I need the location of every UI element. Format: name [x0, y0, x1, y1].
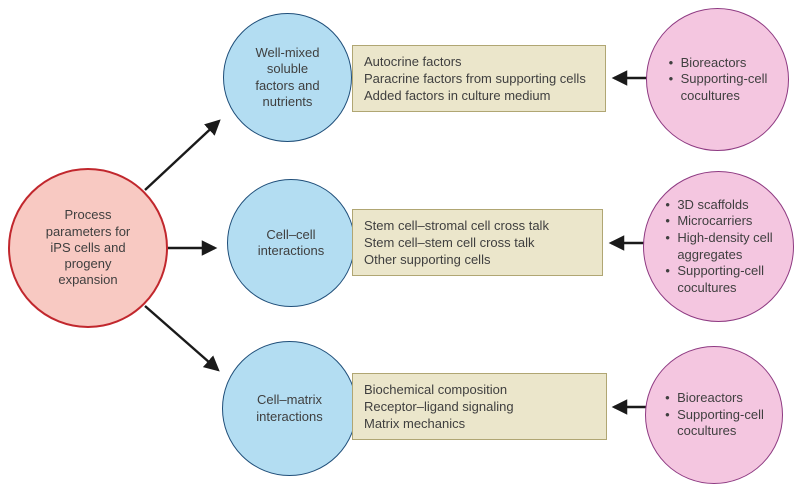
methods-node-row3: Bioreactors Supporting-cell cocultures	[645, 346, 783, 484]
method-item: Bioreactors	[668, 55, 768, 72]
method-item: Supporting-cell cocultures	[664, 263, 772, 296]
methods-list: Bioreactors Supporting-cell cocultures	[664, 390, 764, 440]
root-process-label: Process parameters for iPS cells and pro…	[45, 207, 131, 288]
method-item: Bioreactors	[664, 390, 764, 407]
parameter-label: Cell–cell interactions	[257, 226, 325, 258]
parameter-node-cell-matrix: Cell–matrix interactions	[222, 341, 357, 476]
method-item: 3D scaffolds	[664, 197, 772, 214]
methods-node-row1: Bioreactors Supporting-cell cocultures	[646, 8, 789, 151]
details-box-cell-matrix: Biochemical composition Receptor–ligand …	[352, 373, 607, 440]
details-box-soluble-factors: Autocrine factors Paracrine factors from…	[352, 45, 606, 112]
methods-list: Bioreactors Supporting-cell cocultures	[668, 55, 768, 105]
detail-line: Stem cell–stem cell cross talk	[364, 234, 535, 250]
root-process-node: Process parameters for iPS cells and pro…	[8, 168, 168, 328]
detail-line: Biochemical composition	[364, 381, 508, 397]
detail-line: Other supporting cells	[364, 252, 491, 268]
methods-node-row2: 3D scaffolds Microcarriers High-density …	[643, 171, 794, 322]
parameter-label: Cell–matrix interactions	[256, 392, 323, 424]
detail-line: Receptor–ligand signaling	[364, 398, 514, 414]
arrow-root-to-row1	[144, 119, 221, 191]
detail-line: Stem cell–stromal cell cross talk	[364, 217, 549, 233]
detail-line: Autocrine factors	[364, 53, 462, 69]
method-item: Microcarriers	[664, 213, 772, 230]
detail-line: Matrix mechanics	[364, 416, 466, 432]
detail-line: Added factors in culture medium	[364, 88, 551, 104]
arrow-root-to-row3	[144, 305, 220, 372]
parameter-node-cell-cell: Cell–cell interactions	[227, 179, 355, 307]
details-box-cell-cell: Stem cell–stromal cell cross talk Stem c…	[352, 209, 603, 276]
parameter-label: Well-mixed soluble factors and nutrients	[255, 45, 320, 109]
method-item: Supporting-cell cocultures	[668, 71, 768, 104]
method-item: Supporting-cell cocultures	[664, 407, 764, 440]
parameter-node-soluble-factors: Well-mixed soluble factors and nutrients	[223, 13, 352, 142]
detail-line: Paracrine factors from supporting cells	[364, 70, 586, 86]
methods-list: 3D scaffolds Microcarriers High-density …	[664, 197, 772, 297]
method-item: High-density cell aggregates	[664, 230, 772, 263]
